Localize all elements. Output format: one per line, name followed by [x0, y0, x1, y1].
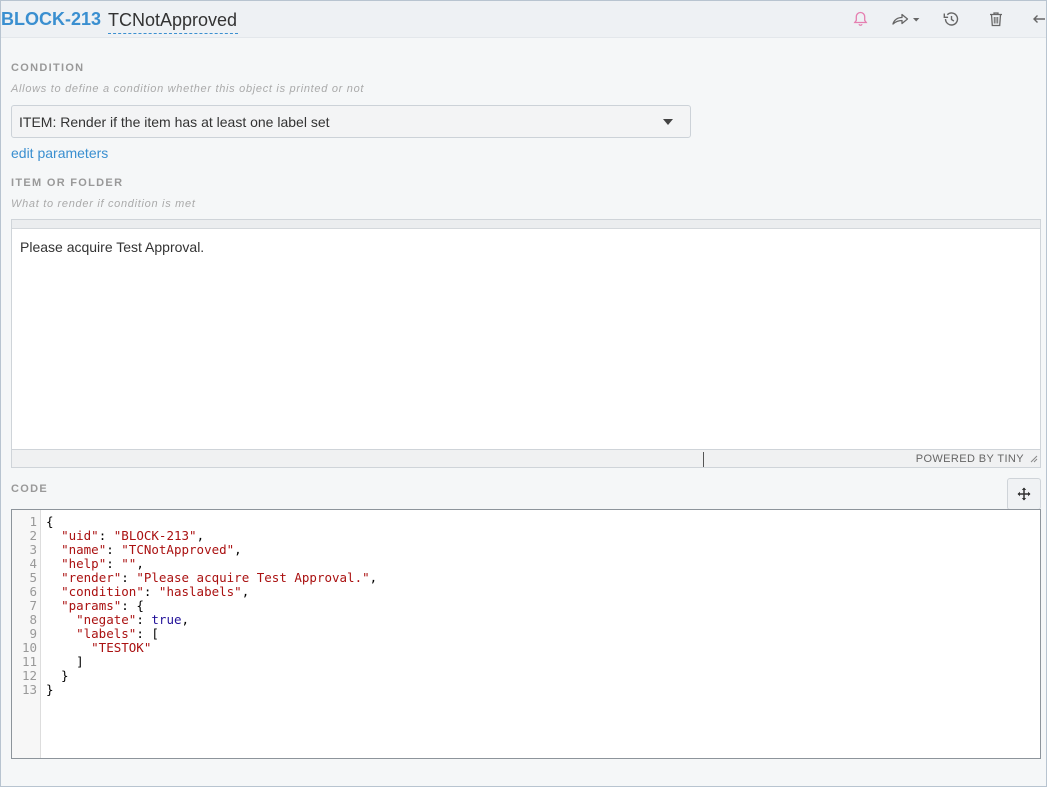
move-icon	[1017, 487, 1031, 501]
statusbar-divider	[703, 452, 704, 467]
code-line: "labels": [	[76, 626, 159, 641]
back-arrow-icon[interactable]	[1031, 9, 1047, 29]
condition-selected-value: ITEM: Render if the item has at least on…	[19, 114, 330, 130]
condition-select[interactable]: ITEM: Render if the item has at least on…	[11, 105, 691, 138]
line-number: 6	[29, 584, 37, 599]
line-number: 5	[29, 570, 37, 585]
code-line: "params": {	[61, 598, 144, 613]
editor-toolbar	[12, 220, 1040, 229]
code-line: {	[46, 514, 54, 529]
bell-icon[interactable]	[853, 9, 868, 29]
code-label: CODE	[11, 483, 48, 495]
rich-text-editor[interactable]: Please acquire Test Approval. POWERED BY…	[11, 219, 1041, 468]
line-number: 3	[29, 542, 37, 557]
line-number: 12	[21, 668, 37, 683]
move-button[interactable]	[1007, 478, 1041, 510]
item-or-folder-label: ITEM OR FOLDER	[11, 177, 124, 189]
line-number: 13	[21, 682, 37, 697]
line-number: 2	[29, 528, 37, 543]
condition-label: CONDITION	[11, 62, 85, 74]
code-line: "negate": true,	[76, 612, 190, 627]
trash-icon[interactable]	[988, 9, 1004, 29]
editor-statusbar: POWERED BY TINY	[12, 449, 1040, 467]
item-or-folder-help: What to render if condition is met	[11, 198, 196, 210]
code-line: "TESTOK"	[91, 640, 152, 655]
share-icon[interactable]	[891, 9, 921, 29]
line-number: 4	[29, 556, 37, 571]
code-line: "render": "Please acquire Test Approval.…	[61, 570, 378, 585]
condition-help: Allows to define a condition whether thi…	[11, 83, 365, 95]
code-line: "name": "TCNotApproved",	[61, 542, 242, 557]
line-number: 9	[29, 626, 37, 641]
history-icon[interactable]	[942, 9, 960, 29]
editor-content[interactable]: Please acquire Test Approval.	[20, 239, 205, 255]
resize-handle-icon[interactable]	[1030, 455, 1038, 463]
code-line: "uid": "BLOCK-213",	[61, 528, 205, 543]
line-number: 10	[21, 640, 37, 655]
code-line: }	[46, 682, 54, 697]
code-line: "help": "",	[61, 556, 144, 571]
edit-parameters-link[interactable]: edit parameters	[11, 145, 109, 161]
line-number: 1	[29, 514, 37, 529]
block-name-field[interactable]: TCNotApproved	[108, 9, 239, 34]
line-number: 7	[29, 598, 37, 613]
powered-by-tiny-link[interactable]: POWERED BY TINY	[915, 453, 1024, 465]
code-line: "condition": "haslabels",	[61, 584, 250, 599]
header-bar: BLOCK-213 TCNotApproved	[1, 1, 1046, 38]
caret-down-icon	[663, 119, 673, 125]
line-number: 11	[21, 654, 37, 669]
code-line: ]	[46, 654, 84, 669]
line-number: 8	[29, 612, 37, 627]
code-line: }	[46, 668, 69, 683]
block-uid: BLOCK-213	[1, 9, 102, 29]
